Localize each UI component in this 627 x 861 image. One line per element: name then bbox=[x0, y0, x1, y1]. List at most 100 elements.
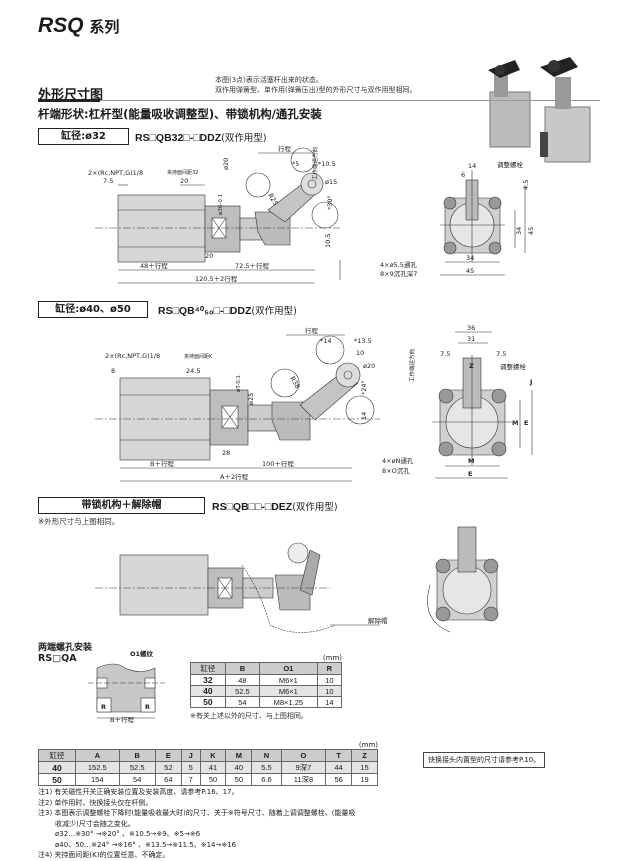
table-cell: 19 bbox=[351, 773, 378, 786]
dim-label: 36 bbox=[467, 324, 475, 332]
side-note: 快换接头内置型的尺寸请参考P.10。 bbox=[423, 752, 546, 768]
table-header: Z bbox=[351, 749, 378, 762]
dim-label: R bbox=[145, 703, 150, 711]
dim-label: 10 bbox=[356, 349, 364, 357]
dim-label: 31 bbox=[467, 335, 475, 343]
dim-label: 7.5 bbox=[496, 350, 506, 358]
dim-label: 14 bbox=[468, 162, 476, 170]
dim-label: *5 bbox=[292, 160, 299, 168]
table-cell: 7 bbox=[180, 773, 201, 786]
table-cell: 50 bbox=[37, 773, 77, 786]
cylinder-4050-end-view bbox=[432, 331, 533, 479]
bore4050-model: RS□QB⁴⁰₅₀□-□DDZ(双作用型) bbox=[158, 305, 297, 317]
table-cell: 64 bbox=[154, 773, 182, 786]
dim-label: 6 bbox=[461, 171, 465, 179]
dim-label: B＋行程 bbox=[110, 715, 134, 724]
dim-label: 7.5 bbox=[103, 177, 113, 185]
table-header: N bbox=[251, 749, 282, 762]
dim-label: E bbox=[468, 470, 472, 478]
dim-label: 34 bbox=[515, 227, 523, 235]
cylinder-lock-end-view bbox=[427, 526, 499, 633]
table-cell: 5.5 bbox=[251, 761, 282, 774]
dim-label: 20 bbox=[180, 177, 188, 185]
dim-label: *14 bbox=[320, 337, 332, 345]
dim-label: 20 bbox=[205, 252, 213, 260]
table-cell: M6×1 bbox=[259, 674, 318, 686]
table-header: J bbox=[180, 749, 201, 762]
dim-label: 4.5 bbox=[522, 180, 530, 190]
dim-label: 调整螺栓 bbox=[500, 362, 527, 371]
dim-label: *10.5 bbox=[318, 160, 336, 168]
dim-label: A＋2行程 bbox=[220, 472, 249, 481]
dim-label: 夹持面间距K bbox=[184, 353, 213, 360]
dim-label: 45 bbox=[527, 227, 535, 235]
dim-label: 24.5 bbox=[186, 367, 200, 375]
dim-label: R bbox=[101, 703, 106, 711]
table-cell: 5 bbox=[180, 761, 201, 774]
table-cell: 56 bbox=[325, 773, 353, 786]
dim-label: J bbox=[529, 378, 532, 386]
bore32-label: 缸径:ø32 bbox=[38, 128, 129, 145]
dim-label: E bbox=[524, 419, 528, 427]
dim-label: 行程 bbox=[305, 326, 319, 335]
lock-note: ※外形尺寸与上图相同。 bbox=[38, 517, 120, 526]
table-cell: 11深8 bbox=[280, 773, 327, 786]
dim-label: ø15 bbox=[325, 178, 337, 186]
product-photo bbox=[470, 52, 605, 167]
table-cell: M6×1 bbox=[259, 685, 318, 697]
table-cell: 50 bbox=[199, 773, 227, 786]
dim-label: *24° bbox=[360, 380, 368, 395]
dim-label: R38 bbox=[288, 375, 301, 390]
table-header: T bbox=[325, 749, 353, 762]
table-cell: 154 bbox=[75, 773, 120, 786]
series-title: RSQ 系列 bbox=[38, 14, 120, 37]
table-cell: 15 bbox=[351, 761, 378, 774]
table-cell: 10 bbox=[316, 674, 343, 686]
section-underline bbox=[38, 99, 100, 102]
dim-label: ø20 bbox=[222, 158, 230, 170]
dim-label: 48＋行程 bbox=[140, 261, 168, 270]
dim-label: 7.5 bbox=[440, 350, 450, 358]
dim-label: 120.5＋2行程 bbox=[195, 274, 238, 283]
notes: 注1) 有关磁性开关正确安装位置及安装高度、请参考P.16、17。注2) 单作用… bbox=[38, 788, 356, 859]
table-cell: 152.5 bbox=[75, 761, 120, 774]
table-cell: 54 bbox=[118, 773, 156, 786]
dim-label: 行程 bbox=[278, 144, 292, 153]
dim-label: M bbox=[468, 457, 474, 465]
dim-label: 72.5＋行程 bbox=[235, 261, 269, 270]
table-cell: 40 bbox=[190, 685, 226, 697]
dim-label: Z bbox=[469, 362, 474, 370]
dim-label: 夹持面间距32 bbox=[167, 169, 198, 176]
dim-label: 8 bbox=[111, 367, 115, 375]
cylinder-4050-side-view bbox=[95, 334, 380, 482]
table-cell: 50 bbox=[225, 773, 253, 786]
lock-model: RS□QB□□-□DEZ(双作用型) bbox=[212, 501, 338, 513]
section-note: 本图(3点)表示活塞杆出来的状态。 bbox=[215, 76, 323, 84]
dim-label: 34 bbox=[466, 254, 474, 262]
dim-label: ø36-0.1 bbox=[218, 194, 224, 215]
table-cell: 52 bbox=[154, 761, 182, 774]
table-cell: 50 bbox=[190, 696, 226, 708]
dim-label: 8×9沉孔深7 bbox=[380, 269, 417, 278]
dim-label: 调整螺栓 bbox=[497, 160, 524, 169]
dim-label: ø25 bbox=[247, 393, 255, 405]
table-header: O bbox=[280, 749, 327, 762]
table-header: A bbox=[75, 749, 120, 762]
table-header: M bbox=[225, 749, 253, 762]
release-cap-label: 解除帽 bbox=[368, 616, 388, 625]
cylinder-lock-side-view bbox=[95, 542, 380, 633]
dim-label: 2×(Rc,NPT,G)1/8 bbox=[88, 169, 143, 177]
dim-label: 28 bbox=[222, 449, 230, 457]
tapped-end-view bbox=[88, 663, 165, 719]
dim-label: B＋行程 bbox=[150, 459, 174, 468]
subtitle: 杆端形状:杠杆型(能量吸收调整型)、带锁机构/通孔安装 bbox=[38, 107, 322, 121]
divider bbox=[100, 100, 600, 101]
table-cell: 14 bbox=[316, 696, 343, 708]
dim-label: 10.5 bbox=[324, 234, 332, 248]
dim-label: O1螺纹 bbox=[130, 649, 154, 658]
table-cell: 40 bbox=[225, 761, 253, 774]
